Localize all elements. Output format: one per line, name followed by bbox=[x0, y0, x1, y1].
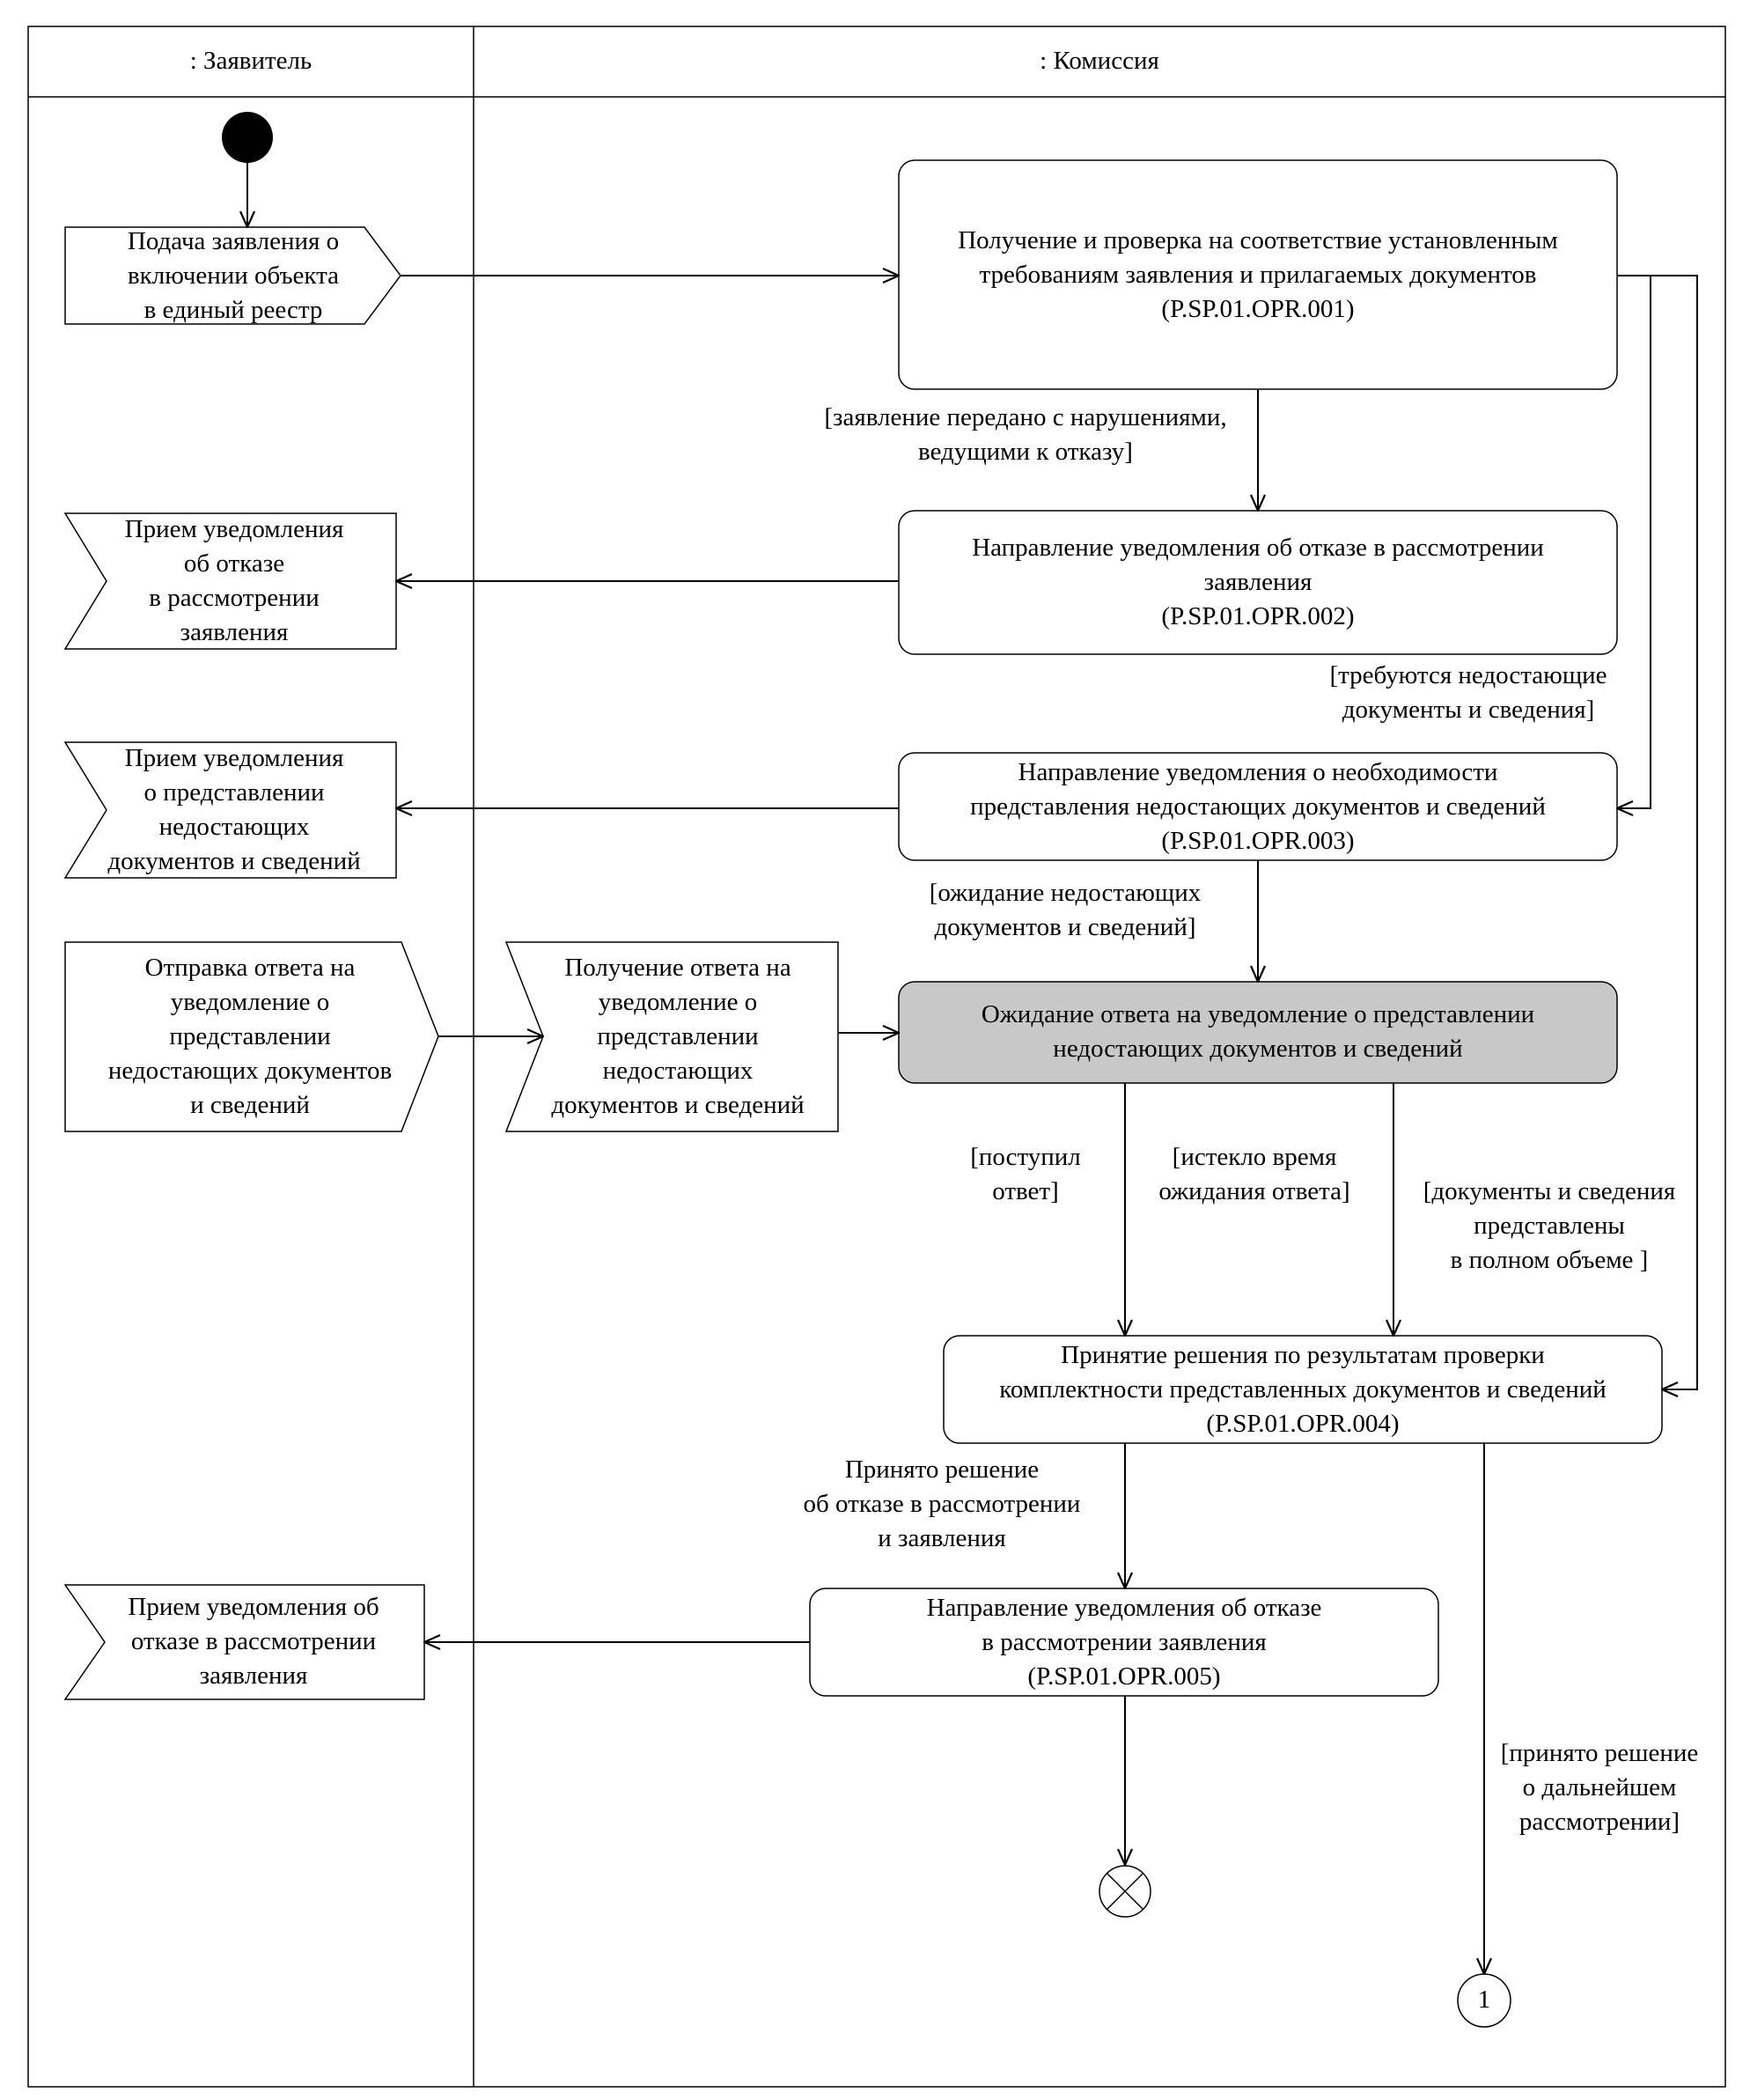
connector-node bbox=[1457, 1973, 1511, 2028]
guard-violations: [заявление передано с нарушениями,ведущи… bbox=[824, 403, 1227, 466]
send-signal-reply bbox=[64, 941, 439, 1132]
connector-label: 1 bbox=[1477, 1986, 1491, 2014]
accept-signal-reply-receive bbox=[504, 941, 839, 1132]
action-opr004-text: Принятие решения по результатам проверки… bbox=[999, 1341, 1607, 1438]
action-wait-text: Ожидание ответа на уведомление о предста… bbox=[981, 1000, 1535, 1063]
accept-signal-reject2 bbox=[63, 1584, 425, 1700]
accept-signal-missing bbox=[63, 741, 397, 879]
accept-signal-reject1 bbox=[63, 512, 397, 650]
lane-title-commission: : Комиссия bbox=[1040, 47, 1159, 75]
swimlane-frame bbox=[27, 26, 1726, 2088]
flow-final-node bbox=[1099, 1865, 1151, 1918]
flow-opr001-opr003 bbox=[1617, 275, 1651, 808]
send-signal-submit bbox=[64, 226, 401, 325]
action-opr002-text: Направление уведомления об отказе в расс… bbox=[972, 534, 1544, 630]
lane-title-applicant: : Заявитель bbox=[189, 47, 312, 75]
flow-opr001-opr004 bbox=[1617, 275, 1698, 1389]
action-opr001-text: Получение и проверка на соответствие уст… bbox=[958, 226, 1558, 323]
initial-node bbox=[222, 112, 273, 163]
